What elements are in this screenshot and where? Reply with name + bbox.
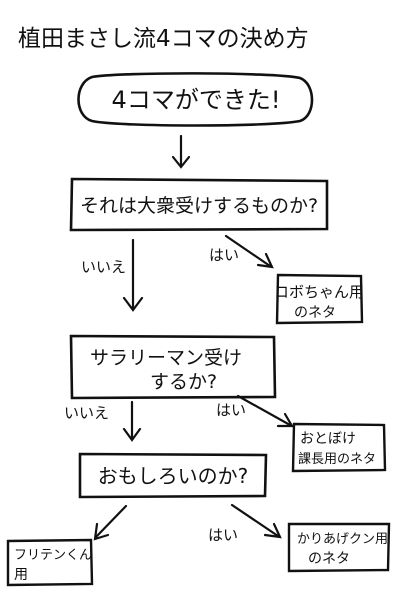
start-label: 4コマができた! [112, 86, 281, 114]
question-3-node: おもしろいのか? [78, 452, 268, 499]
question-1-node: それは大衆受けするものか? [69, 177, 329, 232]
outcome-4-node: フリテンくん 用 [6, 538, 94, 587]
question-2-line-1: サラリーマン受け [90, 347, 242, 369]
flowchart-title: 植田まさし流4コマの決め方 [18, 26, 309, 52]
outcome-1-line-1: コボちゃん用 [274, 283, 364, 301]
edge-label-q1-yes: はい [209, 246, 239, 264]
arrow-q3-no [93, 504, 128, 541]
outcome-2-line-1: おとぼけ [300, 431, 356, 447]
outcome-2-box [291, 422, 387, 473]
edge-label-q2-no: いいえ [64, 404, 109, 422]
arrow-q2-no [122, 400, 142, 442]
question-2-node: サラリーマン受け するか? [69, 334, 277, 400]
question-1-box [69, 177, 329, 232]
outcome-3-box [287, 522, 391, 573]
question-2-line-2: するか? [150, 371, 217, 393]
question-3-label: おもしろいのか? [98, 464, 249, 488]
outcome-1-box [275, 273, 364, 325]
arrow-start-to-q1 [171, 134, 191, 169]
edge-label-q2-yes: はい [216, 401, 246, 419]
outcome-3-line-2: のネタ [308, 551, 350, 567]
outcome-4-box [6, 538, 94, 587]
arrow-q1-no [122, 238, 144, 312]
outcome-1-node: コボちゃん用 のネタ [274, 273, 364, 325]
outcome-4-line-1: フリテンくん [14, 548, 92, 563]
question-3-box [78, 452, 268, 499]
outcome-1-line-2: のネタ [294, 305, 336, 321]
question-2-box [69, 334, 277, 400]
outcome-4-line-2: 用 [14, 567, 28, 583]
edge-label-q1-no: いいえ [81, 258, 126, 276]
arrow-q3-yes [230, 503, 282, 539]
outcome-3-line-1: かりあげクン用 [297, 532, 388, 547]
arrow-q2-yes [236, 394, 294, 428]
edge-label-q3-yes: はい [208, 526, 238, 544]
start-oval [77, 72, 314, 127]
question-1-label: それは大衆受けするものか? [80, 195, 318, 217]
arrow-q1-yes [224, 234, 274, 269]
outcome-3-node: かりあげクン用 のネタ [287, 522, 391, 573]
outcome-2-node: おとぼけ 課長用のネタ [291, 422, 387, 473]
outcome-2-line-2: 課長用のネタ [298, 451, 376, 467]
start-node: 4コマができた! [77, 72, 314, 127]
